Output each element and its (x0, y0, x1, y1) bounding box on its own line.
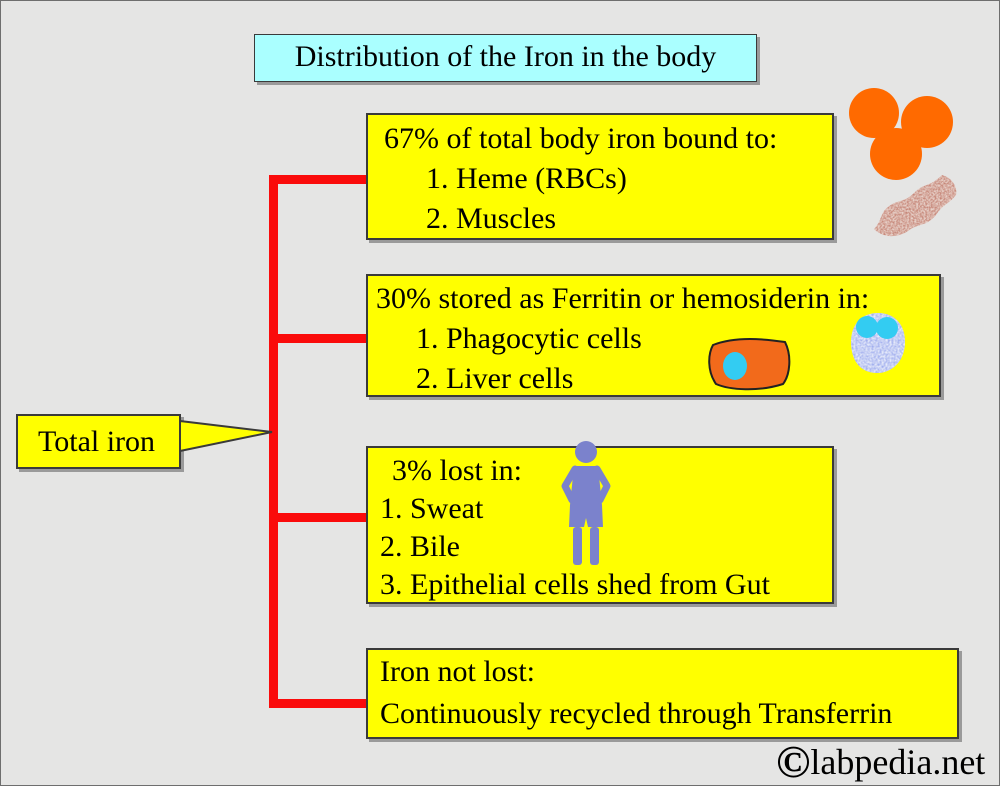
total-iron-text: Total iron (38, 425, 156, 458)
branch-30-heading: 30% stored as Ferritin or hemosiderin in… (376, 282, 870, 315)
watermark: © labpedia.net (776, 736, 986, 786)
human-figure-icon (561, 441, 611, 565)
watermark-text: labpedia.net (810, 742, 986, 782)
total-iron-label: Total iron (16, 414, 181, 469)
diagram-title: Distribution of the Iron in the body (254, 34, 757, 82)
branch-not-lost-item-1: Continuously recycled through Transferri… (380, 697, 893, 730)
branch-3-heading: 3% lost in: (392, 454, 523, 487)
branch-box-not-lost: Iron not lost: Continuously recycled thr… (366, 648, 959, 739)
phagocyte-nucleus-lobe (876, 317, 898, 339)
branch-67-item-1: 1. Heme (RBCs) (426, 162, 627, 195)
branch-3-item-3: 3. Epithelial cells shed from Gut (380, 568, 770, 601)
connector-trunk (269, 175, 278, 708)
phagocyte-nucleus-lobe (856, 316, 878, 338)
callout-pointer (179, 419, 273, 453)
connector-branch-67 (269, 175, 367, 184)
liver-cell-icon (708, 338, 791, 391)
branch-not-lost-heading: Iron not lost: (380, 655, 535, 688)
branch-30-item-2: 2. Liver cells (416, 362, 574, 395)
liver-cell-nucleus (723, 352, 747, 380)
branch-3-item-2: 2. Bile (380, 530, 460, 563)
connector-branch-3 (269, 513, 367, 522)
branch-3-item-1: 1. Sweat (380, 492, 484, 525)
branch-67-item-2: 2. Muscles (426, 202, 556, 235)
copyright-icon: © (776, 736, 811, 786)
branch-67-heading: 67% of total body iron bound to: (384, 122, 778, 155)
diagram-title-text: Distribution of the Iron in the body (294, 40, 717, 73)
connector-branch-30 (269, 334, 367, 343)
branch-30-item-1: 1. Phagocytic cells (416, 322, 642, 355)
connector-branch-not-lost (269, 699, 367, 708)
branch-box-30-percent: 30% stored as Ferritin or hemosiderin in… (366, 274, 941, 397)
phagocytic-cell-icon (851, 313, 905, 373)
muscle-tissue-icon (874, 175, 957, 237)
red-blood-cells-icon (849, 88, 953, 180)
branch-box-67-percent: 67% of total body iron bound to: 1. Heme… (366, 113, 834, 240)
